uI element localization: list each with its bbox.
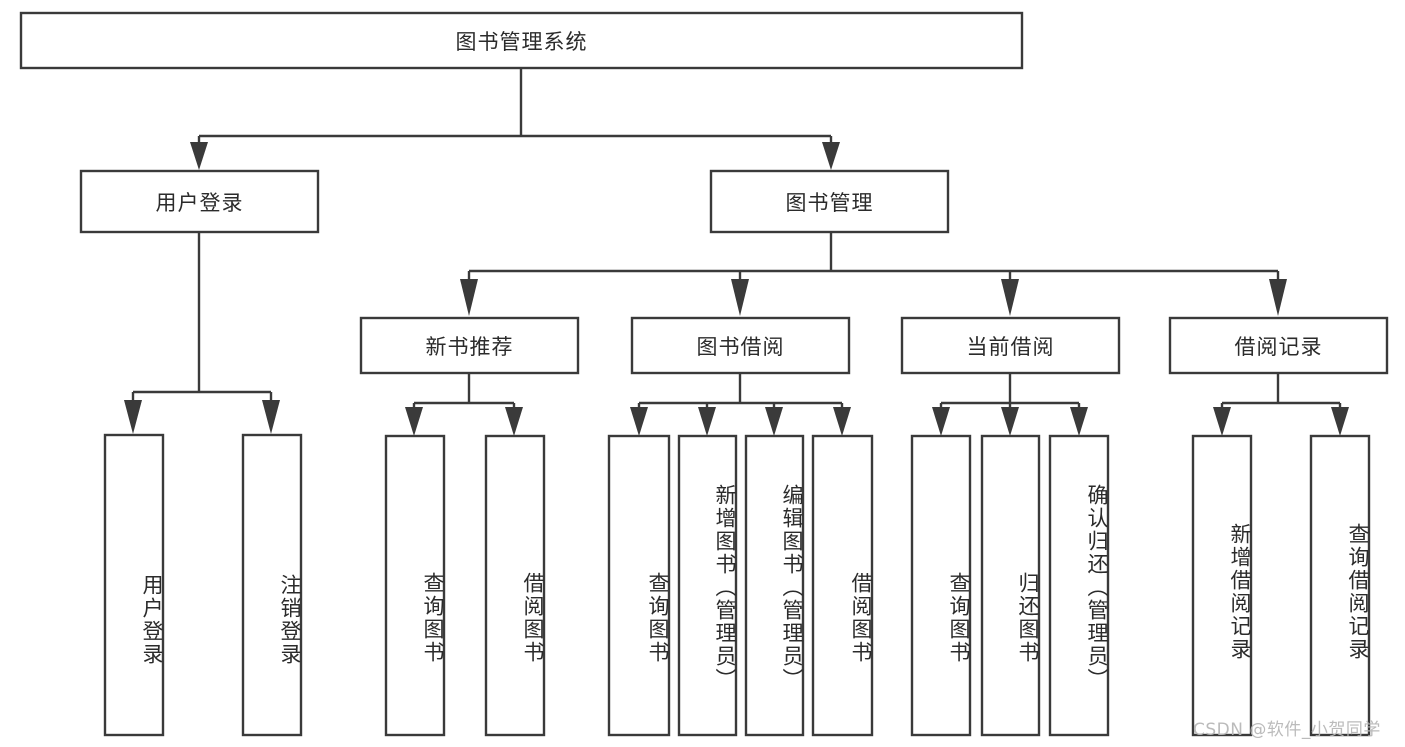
arrow-head-leaf-query-record bbox=[1331, 407, 1349, 436]
node-box-leaf-query-book-1[interactable] bbox=[384, 434, 446, 737]
arrow-head-current-borrow bbox=[1001, 279, 1019, 316]
arrow-head-leaf-borrow-book-1 bbox=[505, 407, 523, 436]
arrow-head-leaf-add-book bbox=[698, 407, 716, 436]
node-box-leaf-confirm-return[interactable] bbox=[1048, 434, 1110, 737]
node-box-book-borrow[interactable] bbox=[630, 316, 851, 375]
node-box-root[interactable] bbox=[19, 11, 1024, 70]
arrow-head-new-book-rec bbox=[460, 279, 478, 316]
node-box-current-borrow[interactable] bbox=[900, 316, 1121, 375]
node-box-leaf-borrow-book-2[interactable] bbox=[811, 434, 874, 737]
arrow-head-leaf-user-logout bbox=[262, 400, 280, 434]
node-box-leaf-return-book[interactable] bbox=[980, 434, 1041, 737]
node-box-leaf-add-record[interactable] bbox=[1191, 434, 1253, 737]
node-box-user-login[interactable] bbox=[79, 169, 320, 234]
node-box-new-book-rec[interactable] bbox=[359, 316, 580, 375]
arrow-head-leaf-query-book-1 bbox=[405, 407, 423, 436]
arrow-head-borrow-record bbox=[1269, 279, 1287, 316]
arrow-head-leaf-add-record bbox=[1213, 407, 1231, 436]
arrow-head-book-admin bbox=[822, 142, 840, 170]
node-box-leaf-borrow-book-1[interactable] bbox=[484, 434, 546, 737]
node-box-leaf-add-book[interactable] bbox=[677, 434, 738, 737]
csdn-watermark: CSDN @软件_小贺同学 bbox=[1193, 720, 1381, 740]
arrow-head-leaf-return-book bbox=[1001, 407, 1019, 436]
arrow-head-leaf-user-login bbox=[124, 400, 142, 434]
node-box-leaf-query-book-2[interactable] bbox=[607, 434, 671, 737]
arrow-head-leaf-borrow-book-2 bbox=[833, 407, 851, 436]
arrow-head-leaf-query-book-2 bbox=[630, 407, 648, 436]
arrow-head-user-login bbox=[190, 142, 208, 170]
node-box-leaf-query-book-3[interactable] bbox=[910, 434, 972, 737]
node-box-book-admin[interactable] bbox=[709, 169, 950, 234]
node-box-borrow-record[interactable] bbox=[1168, 316, 1389, 375]
arrow-head-book-borrow bbox=[731, 279, 749, 316]
node-box-leaf-query-record[interactable] bbox=[1309, 434, 1371, 737]
node-box-leaf-edit-book[interactable] bbox=[744, 434, 805, 737]
arrow-head-leaf-query-book-3 bbox=[932, 407, 950, 436]
node-box-leaf-user-logout[interactable] bbox=[241, 433, 303, 737]
node-box-leaf-user-login[interactable] bbox=[103, 433, 165, 737]
arrow-head-leaf-confirm-return bbox=[1070, 407, 1088, 436]
arrow-head-leaf-edit-book bbox=[765, 407, 783, 436]
